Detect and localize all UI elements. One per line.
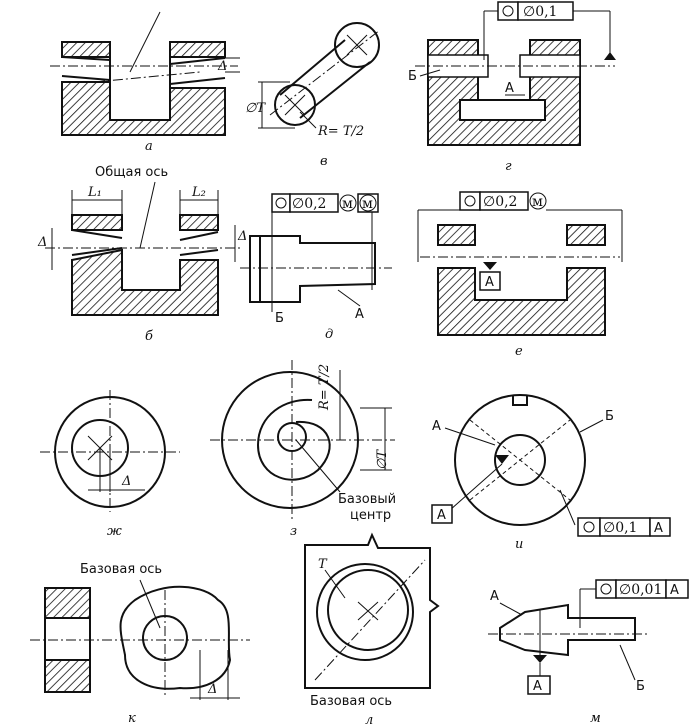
label-delta-b1: Δ [37, 235, 47, 250]
panel-e: ∅0,2 м А [417, 191, 623, 336]
label-T-l: T [318, 557, 328, 572]
frame-m-ref: А [670, 583, 679, 598]
label-dT-v: ∅T [245, 101, 266, 116]
label-base-center-1: Базовый [338, 492, 396, 507]
label-R-v: R= T/2 [317, 124, 364, 139]
label-L2: L₂ [191, 185, 206, 200]
panel-v: ∅T R= T/2 [245, 22, 381, 139]
caption-z: з [290, 524, 297, 539]
panel-d: ∅0,2 м м Б А [240, 193, 392, 326]
label-base-axis-l: Базовая ось [310, 694, 392, 709]
label-A-g: А [505, 81, 514, 96]
label-A-m-box: А [533, 679, 542, 694]
caption-e: е [515, 344, 523, 359]
frame-i-tol: ∅0,1 [603, 520, 637, 536]
label-B-i: Б [605, 409, 614, 424]
caption-g: г [505, 159, 512, 174]
label-A-i-box: А [437, 508, 446, 523]
caption-k: к [128, 711, 136, 726]
frame-e-m: м [532, 194, 543, 210]
label-dT-z: ∅T [375, 449, 390, 470]
frame-d-tol: ∅0,2 [292, 196, 326, 212]
caption-b: б [145, 329, 153, 344]
panel-k: Базовая ось Δ [30, 562, 250, 700]
frame-m-tol: ∅0,01 [619, 582, 662, 598]
frame-d-m2: м [362, 196, 373, 212]
panel-l: T Базовая ось [304, 532, 440, 709]
label-B-m: Б [636, 679, 645, 694]
label-delta-zh: Δ [121, 474, 131, 489]
frame-e-tol: ∅0,2 [483, 194, 517, 210]
label-B-d: Б [275, 311, 284, 326]
label-delta-a: Δ [217, 59, 227, 74]
frame-i-ref: А [654, 521, 663, 536]
caption-zh: ж [107, 524, 122, 539]
caption-a: а [145, 139, 153, 154]
label-delta-b2: Δ [237, 229, 247, 244]
label-delta-k: Δ [207, 682, 217, 697]
panel-z: R= T/2 ∅T Базовый центр [210, 360, 396, 523]
caption-i: и [515, 537, 523, 552]
label-base-center-2: центр [350, 508, 391, 523]
label-A-m: А [490, 589, 499, 604]
frame-d-m1: м [342, 196, 353, 212]
label-common-axis: Общая ось [95, 165, 168, 180]
label-A-i: А [432, 419, 441, 434]
label-base-axis-k: Базовая ось [80, 562, 162, 577]
panel-a: Δ [50, 11, 240, 136]
label-B-g: Б [408, 69, 417, 84]
label-A-d: А [355, 307, 364, 322]
label-A-e: А [485, 275, 494, 290]
panel-b: Общая ось L₁ L₂ Δ Δ [37, 165, 247, 316]
label-L1: L₁ [87, 185, 102, 200]
caption-l: л [365, 713, 373, 727]
panel-zh: Δ [40, 390, 180, 512]
label-R-z: R= T/2 [317, 364, 332, 411]
frame-g-tol: ∅0,1 [523, 4, 557, 20]
panel-g: ∅0,1 Б А [408, 1, 616, 146]
caption-m: м [590, 711, 601, 726]
caption-d: д [325, 327, 333, 342]
panel-i: А Б А ∅0,1 А [431, 394, 671, 537]
panel-m: ∅0,01 А А А Б [488, 579, 689, 695]
caption-v: в [320, 154, 328, 169]
